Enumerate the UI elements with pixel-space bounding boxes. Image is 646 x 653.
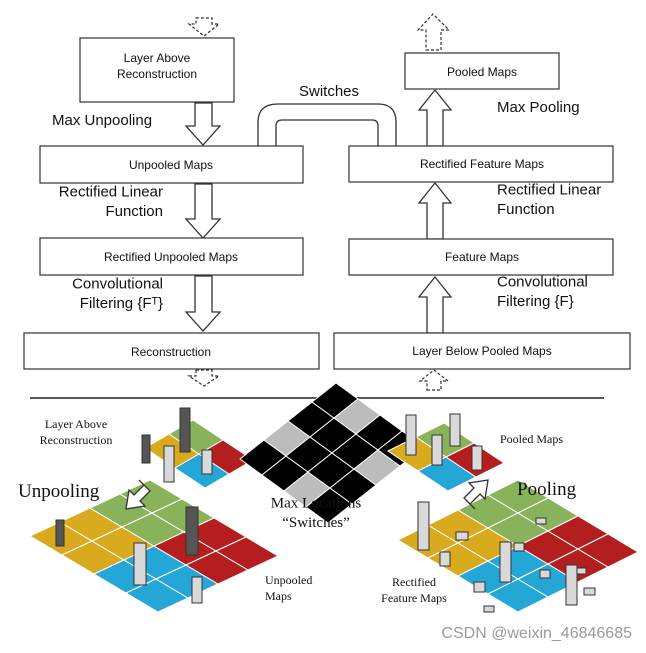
activation-bar [185, 506, 199, 556]
activation-bar [201, 449, 213, 475]
box-label: Reconstruction [131, 345, 211, 359]
label-pooling: Pooling [517, 479, 577, 500]
activation-bar [483, 605, 495, 613]
box-layer-above-reconstruction [79, 37, 235, 103]
label-pooled-maps: Pooled Maps [500, 432, 563, 446]
activation-bar [133, 542, 147, 586]
box-label: Feature Maps [445, 250, 519, 264]
box-rectified-feature-maps [348, 145, 614, 183]
activation-bar [191, 576, 203, 604]
activation-bar [163, 445, 175, 483]
label-unpooling: Unpooling [18, 481, 100, 502]
box-feature-maps [348, 238, 614, 276]
activation-bar [405, 414, 417, 456]
box-label: Layer Below Pooled Maps [412, 344, 551, 358]
activation-bar [179, 407, 191, 453]
box-layer-below-pooled-maps [333, 332, 631, 370]
arrow-up-relu-right [417, 181, 453, 240]
watermark: CSDN @weixin_46846685 [441, 625, 632, 642]
activation-bar [539, 569, 551, 579]
activation-bar [55, 519, 65, 547]
arrow-down-relu-left [184, 183, 222, 239]
activation-bar [417, 501, 430, 551]
box-unpooled-maps [39, 145, 304, 184]
box-label: Pooled Maps [447, 65, 517, 79]
rectified-feature-cell [576, 533, 640, 568]
dashed-arrow-top-right [416, 13, 451, 51]
activation-bar [439, 551, 451, 567]
activation-bar [535, 517, 547, 525]
activation-bar [499, 541, 512, 583]
switches-label: Switches [299, 83, 359, 100]
pooling-arrow [463, 479, 489, 510]
activation-bar [583, 587, 596, 596]
activation-bar [141, 434, 151, 464]
activation-bar [431, 434, 443, 466]
dashed-arrow-bottom-right [418, 369, 450, 391]
arrow-up-max-pooling [417, 88, 453, 147]
step-label: Max Pooling [497, 99, 580, 116]
box-label: Rectified Feature Maps [420, 157, 544, 171]
box-reconstruction [23, 332, 320, 370]
box-label: Unpooled Maps [129, 158, 213, 172]
activation-bar [449, 413, 461, 447]
switches-pipe-fill [259, 105, 395, 119]
switches-connector [257, 103, 397, 146]
label-max-locations-switches: Max Locations“Switches” [271, 495, 362, 531]
activation-bar [471, 445, 483, 471]
activation-bar [565, 564, 578, 606]
arrow-down-conv-filter-left [184, 275, 222, 332]
box-pooled-maps [404, 52, 560, 90]
activation-bar [513, 542, 525, 552]
activation-bar [473, 581, 486, 593]
dashed-arrow-top-left [187, 17, 221, 37]
activation-bar [455, 531, 469, 541]
unpooled-cell [214, 536, 280, 571]
dashed-arrow-bottom-left [187, 369, 221, 387]
box-rectified-unpooled-maps [39, 237, 304, 276]
unpooling-arrow [125, 479, 151, 510]
box-label: Rectified Unpooled Maps [104, 250, 238, 264]
step-label: Max Unpooling [52, 112, 152, 129]
arrow-up-conv-filter-right [417, 275, 453, 334]
arrow-down-max-unpooling [184, 102, 222, 146]
grid-illustrations [28, 382, 640, 613]
